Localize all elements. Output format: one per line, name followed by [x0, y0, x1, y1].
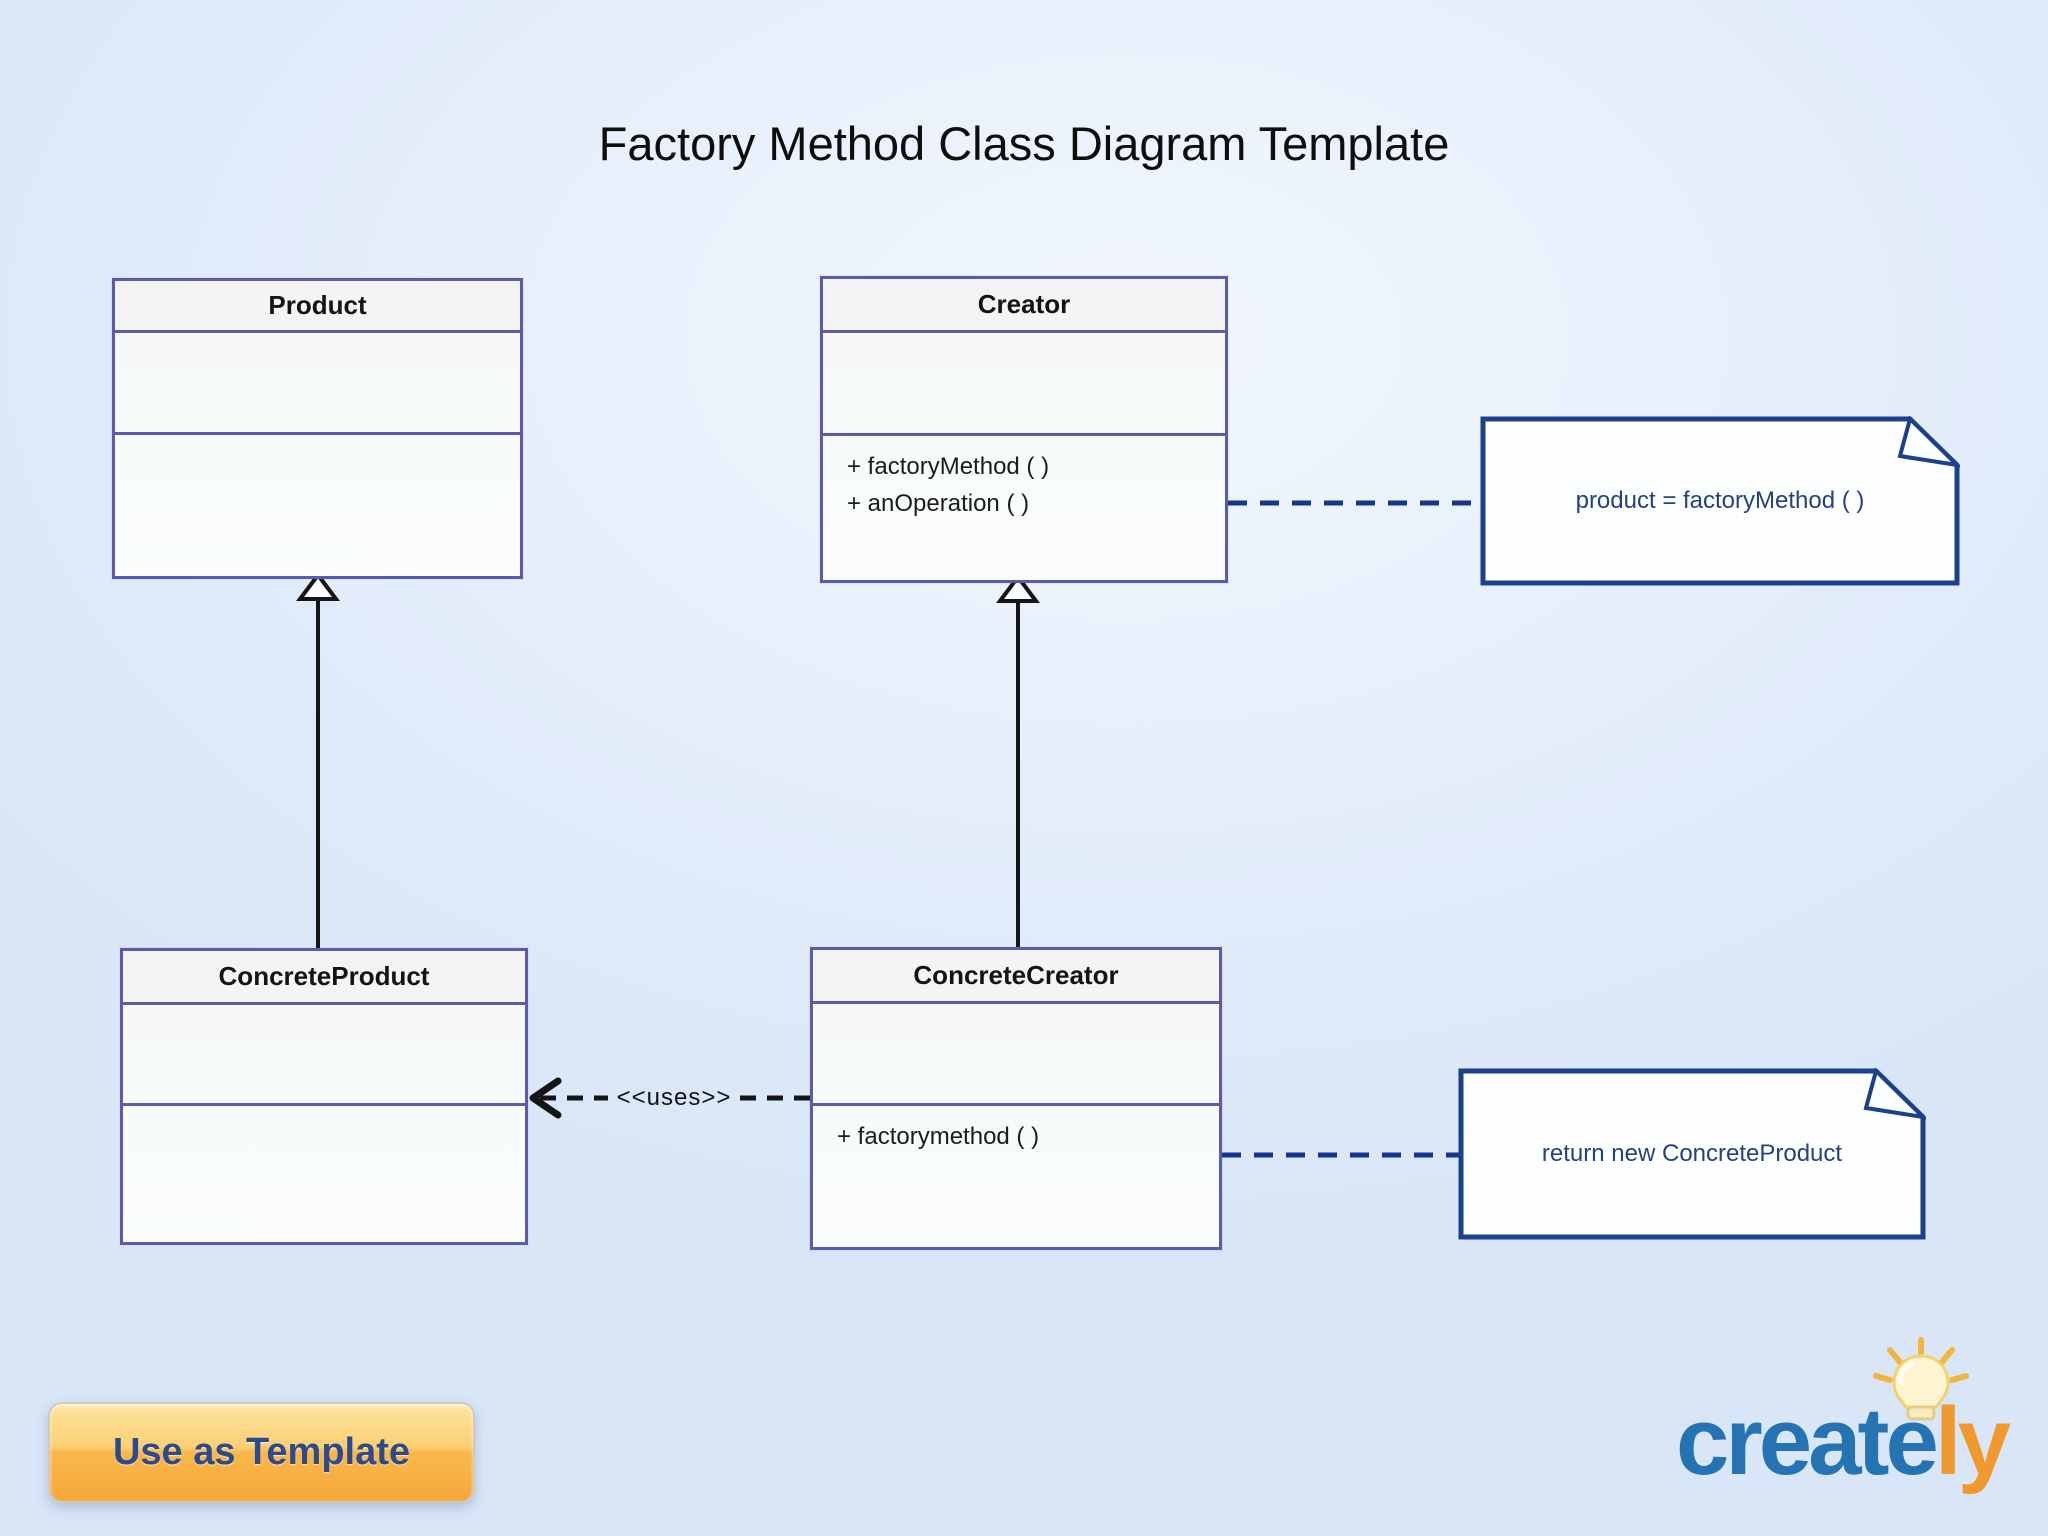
note-text: return new ConcreteProduct: [1541, 1140, 1843, 1167]
class-methods: + factorymethod ( ): [813, 1106, 1219, 1247]
class-box-concrete-product[interactable]: ConcreteProduct: [120, 948, 528, 1245]
class-box-creator[interactable]: Creator + factoryMethod ( ) + anOperatio…: [820, 276, 1228, 583]
logo-text-ly: ly: [1934, 1388, 2011, 1495]
note-text: product = factoryMethod ( ): [1575, 487, 1865, 514]
page-title: Factory Method Class Diagram Template: [598, 117, 1450, 170]
class-attributes: [823, 333, 1225, 436]
method-label: + factoryMethod ( ): [847, 453, 1050, 480]
generalization-arrow-product: [296, 571, 340, 948]
class-title: Creator: [823, 279, 1225, 333]
class-box-product[interactable]: Product: [112, 278, 523, 579]
generalization-arrow-creator: [996, 573, 1040, 947]
class-methods: + factoryMethod ( ) + anOperation ( ): [823, 436, 1225, 580]
note-return-concrete-product[interactable]: return new ConcreteProduct: [1458, 1067, 1929, 1240]
class-attributes: [115, 333, 520, 435]
class-title: ConcreteProduct: [123, 951, 525, 1005]
class-box-concrete-creator[interactable]: ConcreteCreator + factorymethod ( ): [810, 947, 1222, 1250]
class-methods: [115, 435, 520, 576]
note-product-factorymethod[interactable]: product = factoryMethod ( ): [1480, 415, 1963, 586]
note-shape: [1480, 415, 1963, 586]
use-as-template-button[interactable]: Use as Template: [48, 1402, 475, 1503]
class-methods: [123, 1106, 525, 1242]
class-title: ConcreteCreator: [813, 950, 1219, 1004]
creately-logo[interactable]: creately: [1676, 1337, 2011, 1490]
class-title: Product: [115, 281, 520, 333]
class-attributes: [123, 1005, 525, 1106]
method-label: + factorymethod ( ): [837, 1123, 1040, 1150]
class-attributes: [813, 1004, 1219, 1106]
logo-text-create: create: [1676, 1388, 1939, 1495]
note-shape: [1458, 1067, 1929, 1240]
method-label: + anOperation ( ): [847, 490, 1030, 517]
lightbulb-icon: [1873, 1337, 1969, 1421]
uses-stereotype-label: <<uses>>: [616, 1084, 732, 1111]
use-as-template-label: Use as Template: [112, 1431, 411, 1473]
